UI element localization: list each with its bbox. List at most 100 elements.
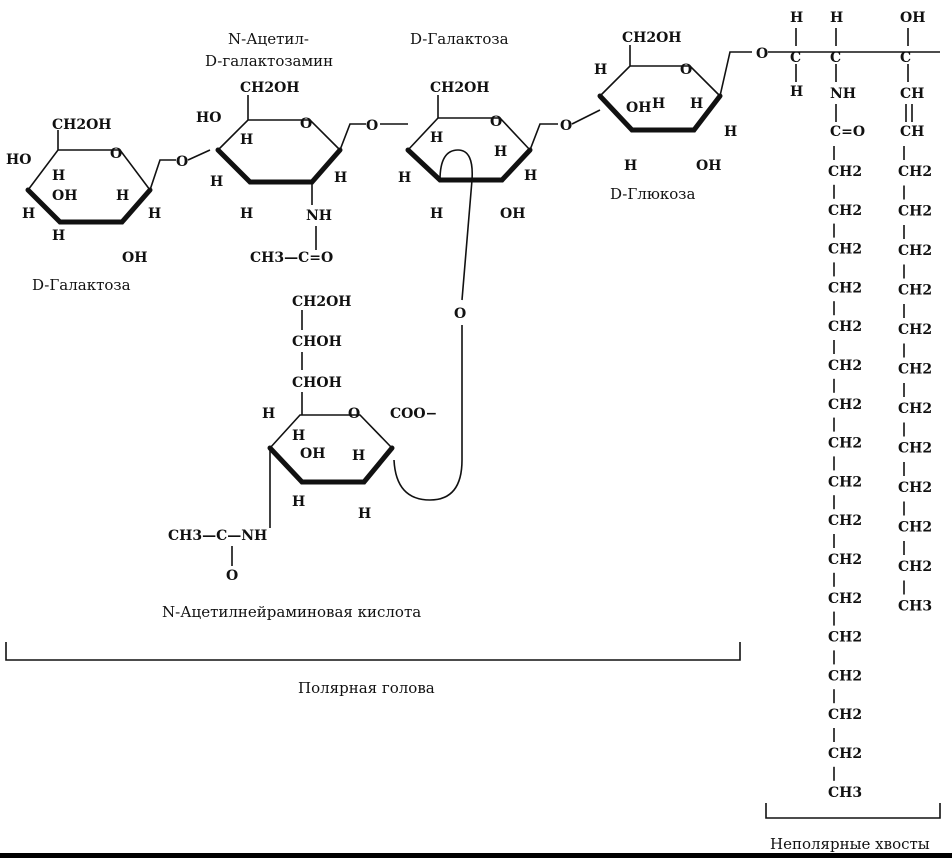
label-sialic-acid: N-Ацетилнейраминовая кислота — [162, 603, 421, 621]
h-atom: H — [494, 144, 507, 160]
polar-head-bracket — [5, 642, 741, 661]
carbonyl-oxygen: O — [226, 568, 238, 584]
ch2-unit: CH2 — [828, 707, 862, 723]
acetamido-group: CH3—C—NH — [168, 528, 267, 544]
ho-group: HO — [196, 110, 221, 126]
ch3-terminal: CH3 — [828, 785, 862, 801]
label-glucose: D-Глюкоза — [610, 185, 695, 203]
ring-glucose: O CH2OH H OH H H H OH H O — [594, 30, 790, 174]
ch2-unit: CH2 — [828, 203, 862, 219]
ch2oh-group: CH2OH — [292, 294, 352, 310]
ring-oxygen: O — [490, 114, 502, 130]
h-atom: H — [398, 170, 411, 186]
ch2oh-group: CH2OH — [430, 80, 490, 96]
ch2-unit: CH2 — [828, 319, 862, 335]
ch2-unit: CH2 — [898, 362, 932, 378]
h-atom: H — [830, 10, 843, 26]
amide-carbonyl: C=O — [830, 124, 865, 140]
oh-group: OH — [696, 158, 721, 174]
ch2-unit: CH2 — [898, 441, 932, 457]
h-atom: H — [210, 174, 223, 190]
nh-group: NH — [830, 86, 856, 102]
fatty-acid-chain: CH2CH2CH2CH2CH2CH2CH2CH2CH2CH2CH2CH2CH2C… — [828, 146, 862, 801]
ring-acetylgalactosamine: O CH2OH HO H H H H NH CH3—C=O O — [196, 80, 408, 266]
ch2-unit: CH2 — [898, 204, 932, 220]
ch2-unit: CH2 — [828, 630, 862, 646]
ch2-unit: CH2 — [898, 164, 932, 180]
ch-group: CH — [900, 86, 924, 102]
nh-group: NH — [306, 208, 332, 224]
h-atom: H — [148, 206, 161, 222]
c-atom: C — [830, 50, 841, 66]
ch2oh-group: CH2OH — [240, 80, 300, 96]
ch2-unit: CH2 — [828, 280, 862, 296]
glycosidic-oxygen: O — [176, 154, 188, 170]
glycosidic-oxygen: O — [560, 118, 572, 134]
h-atom: H — [52, 228, 65, 244]
label-nonpolar-tails: Неполярные хвосты — [770, 835, 930, 853]
ch2oh-group: CH2OH — [52, 117, 112, 133]
label-galactose-middle: D-Галактоза — [410, 30, 509, 48]
label-acetylgalactosamine-1: N-Ацетил- — [228, 30, 309, 48]
nonpolar-tails-bracket — [765, 803, 941, 819]
ch2-unit: CH2 — [828, 668, 862, 684]
bottom-edge-bar — [0, 853, 952, 858]
ch2-unit: CH2 — [828, 164, 862, 180]
h-atom: H — [524, 168, 537, 184]
h-atom: H — [358, 506, 371, 522]
h-atom: H — [52, 168, 65, 184]
oh-group: OH — [122, 250, 147, 266]
h-atom: H — [724, 124, 737, 140]
c-atom: C — [790, 50, 801, 66]
ch2-unit: CH2 — [828, 397, 862, 413]
ch2-unit: CH2 — [828, 358, 862, 374]
ch2-unit: CH2 — [898, 559, 932, 575]
ring-oxygen: O — [348, 406, 360, 422]
ch2-unit: CH2 — [828, 242, 862, 258]
c-atom: C — [900, 50, 911, 66]
h-atom: H — [430, 206, 443, 222]
h-atom: H — [652, 96, 665, 112]
ring-oxygen: O — [680, 62, 692, 78]
h-atom: H — [690, 96, 703, 112]
ch3-terminal: CH3 — [898, 599, 932, 615]
h-atom: H — [240, 206, 253, 222]
ring-galactose-middle: O CH2OH H H H H OH H O O — [393, 80, 601, 501]
h-atom: H — [352, 448, 365, 464]
h-atom: H — [790, 10, 803, 26]
choh-group: CHOH — [292, 375, 342, 391]
h-atom: H — [240, 132, 253, 148]
ch2-unit: CH2 — [898, 322, 932, 338]
ring-oxygen: O — [300, 116, 312, 132]
h-atom: H — [262, 406, 275, 422]
ch-group: CH — [900, 124, 924, 140]
h-atom: H — [116, 188, 129, 204]
carboxylate-group: COO− — [390, 406, 437, 422]
ch2-unit: CH2 — [898, 520, 932, 536]
ch2-unit: CH2 — [828, 552, 862, 568]
h-atom: H — [22, 206, 35, 222]
h-atom: H — [292, 428, 305, 444]
h-atom: H — [790, 84, 803, 100]
ch2-unit: CH2 — [828, 513, 862, 529]
ch2-unit: CH2 — [828, 474, 862, 490]
ring-oxygen: O — [110, 146, 122, 162]
ch2-unit: CH2 — [898, 401, 932, 417]
ring-sialic-acid: CH2OH CHOH CHOH O COO− H H OH H H H CH3—… — [168, 294, 437, 584]
h-atom: H — [334, 170, 347, 186]
glycosidic-oxygen: O — [756, 46, 768, 62]
acetyl-group: CH3—C=O — [250, 250, 333, 266]
ceramide: H H OH C C C H NH C=O CH CH CH2CH2CH2CH2… — [790, 10, 940, 801]
ring-galactose-left: O CH2OH HO H OH H H H OH H O — [6, 117, 211, 266]
ho-group: HO — [6, 152, 31, 168]
h-atom: H — [594, 62, 607, 78]
h-atom: H — [624, 158, 637, 174]
ch2-unit: CH2 — [898, 480, 932, 496]
label-acetylgalactosamine-2: D-галактозамин — [205, 52, 333, 70]
choh-group: CHOH — [292, 334, 342, 350]
ch2-unit: CH2 — [898, 283, 932, 299]
ch2-unit: CH2 — [828, 436, 862, 452]
